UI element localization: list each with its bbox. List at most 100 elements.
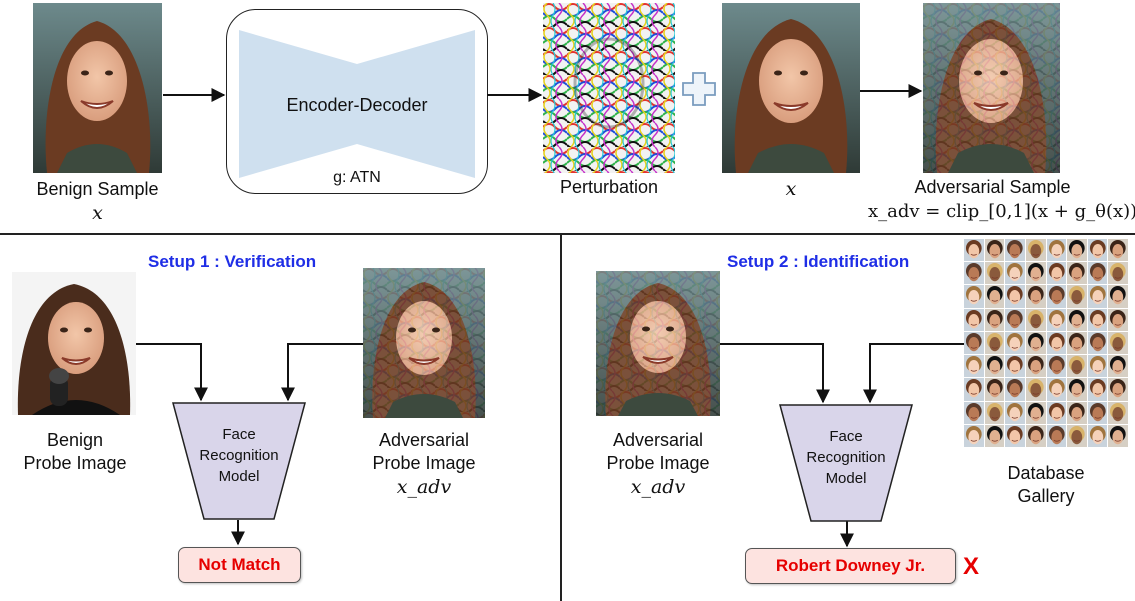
gallery-face-thumbnail: [1046, 355, 1067, 378]
gallery-face-thumbnail: [964, 355, 984, 378]
gallery-face-thumbnail: [984, 239, 1005, 262]
gallery-face-thumbnail: [1025, 378, 1046, 401]
gallery-face-thumbnail: [964, 239, 984, 262]
encoder-decoder-subtitle: g: ATN: [333, 169, 381, 186]
gallery-face-thumbnail: [1046, 239, 1067, 262]
gallery-label-1: Database: [1007, 463, 1085, 483]
gallery-face-thumbnail: [1067, 378, 1087, 401]
gallery-face-thumbnail: [984, 355, 1005, 378]
gallery-face-thumbnail: [1087, 285, 1108, 308]
setup1-model-label-2: Recognition: [199, 447, 279, 464]
setup1-model-shape: [172, 402, 306, 520]
gallery-face-thumbnail: [1005, 308, 1025, 331]
setup1-adv-probe-label-2: Probe Image: [372, 453, 476, 473]
gallery-face-thumbnail: [1025, 331, 1046, 355]
benign-sample-var: x: [92, 202, 103, 224]
gallery-face-thumbnail: [1067, 239, 1087, 262]
wrong-mark-icon: X: [963, 553, 980, 580]
gallery-face-thumbnail: [1005, 331, 1025, 355]
gallery-face-thumbnail: [964, 424, 984, 447]
vertical-divider: [560, 234, 562, 601]
microphone-shape: [50, 376, 68, 406]
gallery-face-thumbnail: [1025, 239, 1046, 262]
gallery-face-thumbnail: [1067, 424, 1087, 447]
gallery-face-thumbnail: [1067, 401, 1087, 424]
benign-sample-image: [33, 3, 162, 173]
plus-icon: [682, 72, 716, 106]
gallery-face-thumbnail: [1087, 331, 1108, 355]
gallery-face-thumbnail: [1025, 401, 1046, 424]
gallery-face-thumbnail: [1046, 424, 1067, 447]
setup2-result-badge: Robert Downey Jr.: [745, 548, 956, 584]
gallery-face-thumbnail: [1046, 285, 1067, 308]
gallery-face-thumbnail: [1046, 262, 1067, 285]
gallery-face-thumbnail: [964, 331, 984, 355]
setup1-adv-probe-label-1: Adversarial: [378, 430, 470, 450]
setup1-model-label-1: Face: [222, 426, 256, 443]
gallery-face-thumbnail: [1087, 239, 1108, 262]
encoder-decoder-box: Encoder-Decoder g: ATN: [226, 9, 488, 194]
gallery-face-thumbnail: [964, 378, 984, 401]
gallery-face-thumbnail: [1025, 424, 1046, 447]
setup2-adv-probe-var: x_adv: [630, 476, 686, 498]
gallery-face-thumbnail: [1025, 285, 1046, 308]
horizontal-divider: [0, 233, 1135, 235]
gallery-face-thumbnail: [1108, 308, 1128, 331]
gallery-face-thumbnail: [984, 285, 1005, 308]
setup1-connectors: [136, 343, 363, 546]
setup1-adv-probe-var: x_adv: [396, 476, 452, 498]
gallery-face-thumbnail: [984, 262, 1005, 285]
gallery-face-thumbnail: [1005, 355, 1025, 378]
setup2-connectors: [720, 343, 964, 548]
setup2-model-label-3: Model: [825, 470, 867, 487]
gallery-face-thumbnail: [1067, 308, 1087, 331]
gallery-face-thumbnail: [1108, 424, 1128, 447]
clean-sample-image: [722, 3, 860, 173]
gallery-face-thumbnail: [1046, 308, 1067, 331]
gallery-face-thumbnail: [984, 378, 1005, 401]
setup2-adv-probe-label-2: Probe Image: [606, 453, 710, 473]
benign-probe-image: [12, 272, 136, 415]
gallery-face-thumbnail: [1046, 331, 1067, 355]
gallery-face-thumbnail: [964, 401, 984, 424]
setup2-model-label-2: Recognition: [806, 449, 886, 466]
gallery-face-thumbnail: [1067, 285, 1087, 308]
gallery-face-thumbnail: [1108, 262, 1128, 285]
gallery-face-thumbnail: [1087, 401, 1108, 424]
benign-probe-label-1: Benign: [46, 430, 104, 450]
gallery-face-thumbnail: [1087, 308, 1108, 331]
gallery-face-thumbnail: [1087, 355, 1108, 378]
gallery-face-thumbnail: [1046, 378, 1067, 401]
gallery-face-thumbnail: [1067, 262, 1087, 285]
setup1-result-badge: Not Match: [178, 547, 301, 583]
adversarial-sample-label: Adversarial Sample: [914, 177, 1071, 197]
benign-probe-label-2: Probe Image: [23, 453, 127, 473]
gallery-face-thumbnail: [964, 262, 984, 285]
gallery-face-thumbnail: [964, 308, 984, 331]
adversarial-formula: x_adv = clip_[0,1](x + g_θ(x)): [868, 201, 1135, 222]
gallery-face-thumbnail: [964, 285, 984, 308]
gallery-face-thumbnail: [1108, 331, 1128, 355]
gallery-face-thumbnail: [1087, 378, 1108, 401]
gallery-face-thumbnail: [1005, 262, 1025, 285]
gallery-face-thumbnail: [984, 331, 1005, 355]
setup2-adversarial-probe-image: [596, 271, 720, 416]
gallery-face-thumbnail: [1108, 239, 1128, 262]
arrow-encoder-to-perturbation: [487, 88, 543, 102]
encoder-decoder-title: Encoder-Decoder: [286, 95, 428, 115]
setup1-model-label-3: Model: [218, 468, 260, 485]
setup2-model-shape: [779, 404, 913, 522]
gallery-face-thumbnail: [1005, 285, 1025, 308]
gallery-face-thumbnail: [984, 401, 1005, 424]
gallery-face-thumbnail: [1108, 401, 1128, 424]
setup1-adversarial-probe-image: [363, 268, 485, 418]
gallery-face-thumbnail: [1108, 355, 1128, 378]
gallery-face-thumbnail: [984, 308, 1005, 331]
setup1-title: Setup 1 : Verification: [148, 252, 317, 271]
gallery-face-thumbnail: [1067, 355, 1087, 378]
gallery-face-thumbnail: [1025, 262, 1046, 285]
gallery-face-thumbnail: [1025, 355, 1046, 378]
gallery-face-thumbnail: [1005, 424, 1025, 447]
adversarial-sample-image: [923, 3, 1060, 173]
clean-sample-var: x: [785, 178, 797, 200]
